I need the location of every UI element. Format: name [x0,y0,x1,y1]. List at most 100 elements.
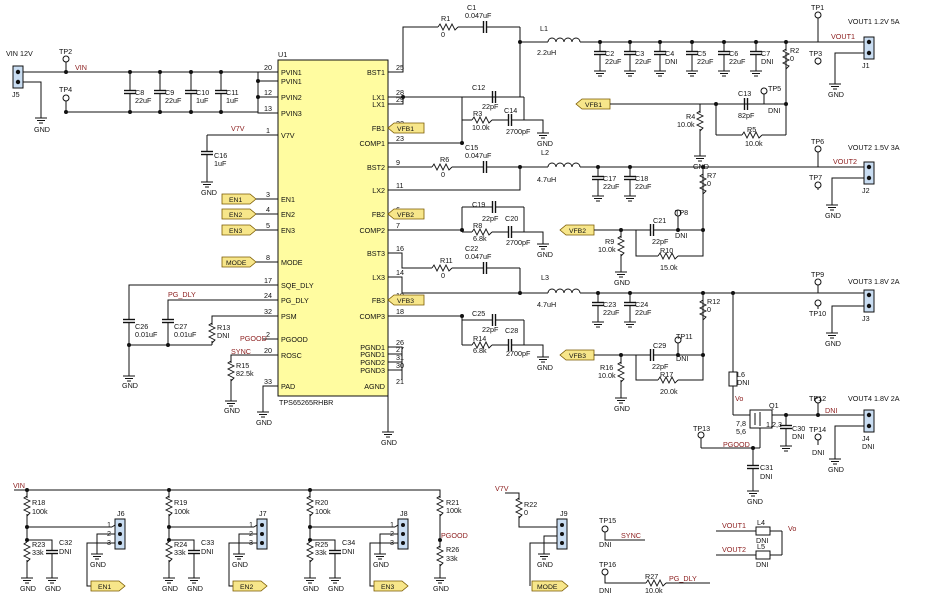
ic-pin-name: FB3 [372,296,385,305]
c25-val: 22pF [482,325,499,334]
channel-1: R1 0 C1 0.047uF L1 2.2uH C222uFC322uFC4D… [387,3,900,171]
ic-pin-number: 13 [264,104,272,113]
output-res-ref: R7 [707,171,716,180]
ic-pin-name: COMP2 [359,226,385,235]
ic-pin-name: V7V [281,131,295,140]
output-res-ref: R12 [707,297,720,306]
gnd-pad: GND [256,418,272,427]
c28-val: 2700pF [506,349,531,358]
r1-ref: R1 [441,14,450,23]
j4-label: J4 [862,434,870,443]
vout1-title: VOUT1 1.2V 5A [848,17,900,26]
r6-val: 0 [441,170,445,179]
r14-ref: R14 [473,334,486,343]
output-cap-ref: C4 [665,49,674,58]
r8-val: 6.8k [473,234,487,243]
output-cap-val: 22uF [635,182,652,191]
ic-pin-number: 24 [264,291,272,300]
ic-pin-name: PVIN1 [281,68,302,77]
ic-pin-name: PGND1 [360,343,385,352]
ic-pin-name: MODE [281,258,303,267]
output-cap-val: DNI [665,57,677,66]
flag-en1: EN1 [229,197,242,204]
r5-val: 10.0k [745,139,763,148]
tp2-label: TP2 [59,47,72,56]
vout4-title: VOUT4 1.8V 2A [848,394,900,403]
gnd-r26: GND [433,584,449,593]
bottom-gnd-label: GND [328,584,344,593]
output-cap-ref: C17 [603,174,616,183]
input-cap-val: 22uF [135,96,152,105]
c29-ref: C29 [653,341,666,350]
c16-ref: C16 [214,151,227,160]
j5-label: J5 [12,90,20,99]
gnd-j4: GND [828,465,844,474]
gnd-r15: GND [224,406,240,415]
j4-dni: DNI [862,442,874,451]
gnd-j1: GND [828,90,844,99]
bottom-r1-val: 100k [174,507,190,516]
r21-ref: R21 [446,498,459,507]
ic-pin-number: 20 [264,346,272,355]
bottom-r2-ref: R23 [32,540,45,549]
tp1-label: TP1 [811,3,824,12]
v7v-net: V7V [231,124,245,133]
tp5-val: DNI [768,106,780,115]
ic-pin-number: 23 [396,134,404,143]
c25-ref: C25 [472,309,485,318]
c20-ref: C20 [505,214,518,223]
ic-pin-name: BST3 [367,249,385,258]
tp3-label: TP3 [809,49,822,58]
vout1-net-bottom: VOUT1 [722,521,746,530]
input-cap-val: 1uF [226,96,239,105]
tp15-val: DNI [599,540,611,549]
bottom-cap-val: DNI [59,547,71,556]
tp14-label: TP14 [809,425,826,434]
bottom-cap-val: DNI [201,547,213,556]
output-cap-ref: C3 [635,49,644,58]
ic-pin-name: PSM [281,312,297,321]
ic-left-pins: 20PVIN1PVIN112PVIN213PVIN31V7V3EN14EN25E… [264,63,314,391]
ic-pin-number: 31 [396,353,404,362]
l6-val: DNI [737,378,749,387]
r9-ref: R9 [605,237,614,246]
ic-pin-number: 18 [396,307,404,316]
c28-ref: C28 [505,326,518,335]
ic-ground: GND [381,346,403,447]
pgood-rosc-section: PGOOD SYNC R15 82.5k GND GND [224,334,278,427]
j3-label: J3 [862,314,870,323]
bottom-r1-val: 100k [32,507,48,516]
q1-pins: 7,8 [736,419,746,428]
c29-val: 22pF [652,362,669,371]
l5-val: DNI [756,560,768,569]
input-cap-ref: C9 [165,88,174,97]
gnd-c26: GND [122,381,138,390]
ic-pin-number: 20 [264,63,272,72]
output-res-ref: R2 [790,46,799,55]
flag-mode: MODE [226,260,247,267]
bottom-cap-ref: C34 [342,538,355,547]
vout4-dni-net: DNI [825,406,837,415]
bottom-gnd-label: GND [162,584,178,593]
c22-ref: C22 [465,244,478,253]
c13-ref: C13 [738,89,751,98]
ic-pin-name: COMP1 [359,139,385,148]
pgood-net-bottom: PGOOD [441,531,468,540]
gnd-agnd: GND [381,438,397,447]
ic-pin-number: 33 [264,377,272,386]
c19-ref: C19 [472,200,485,209]
ic-pin-number: 8 [266,253,270,262]
vout2-net: VOUT2 [833,157,857,166]
gnd-j5: GND [34,125,50,134]
bottom-flag-label: EN2 [240,584,253,591]
r11-val: 0 [441,271,445,280]
c26-ref: C26 [135,322,148,331]
bottom-r1-val: 100k [315,507,331,516]
bottom-gnd-label: GND [90,560,106,569]
c19-val: 22pF [482,214,499,223]
input-flags: EN1 EN2 EN3 MODE [221,193,278,268]
c13-val: 82pF [738,111,755,120]
output-cap-val: 22uF [635,308,652,317]
ic-pin-number: 32 [264,307,272,316]
vo-select: VOUT1 L4 DNI Vo VOUT2 L5 DNI [716,518,796,569]
